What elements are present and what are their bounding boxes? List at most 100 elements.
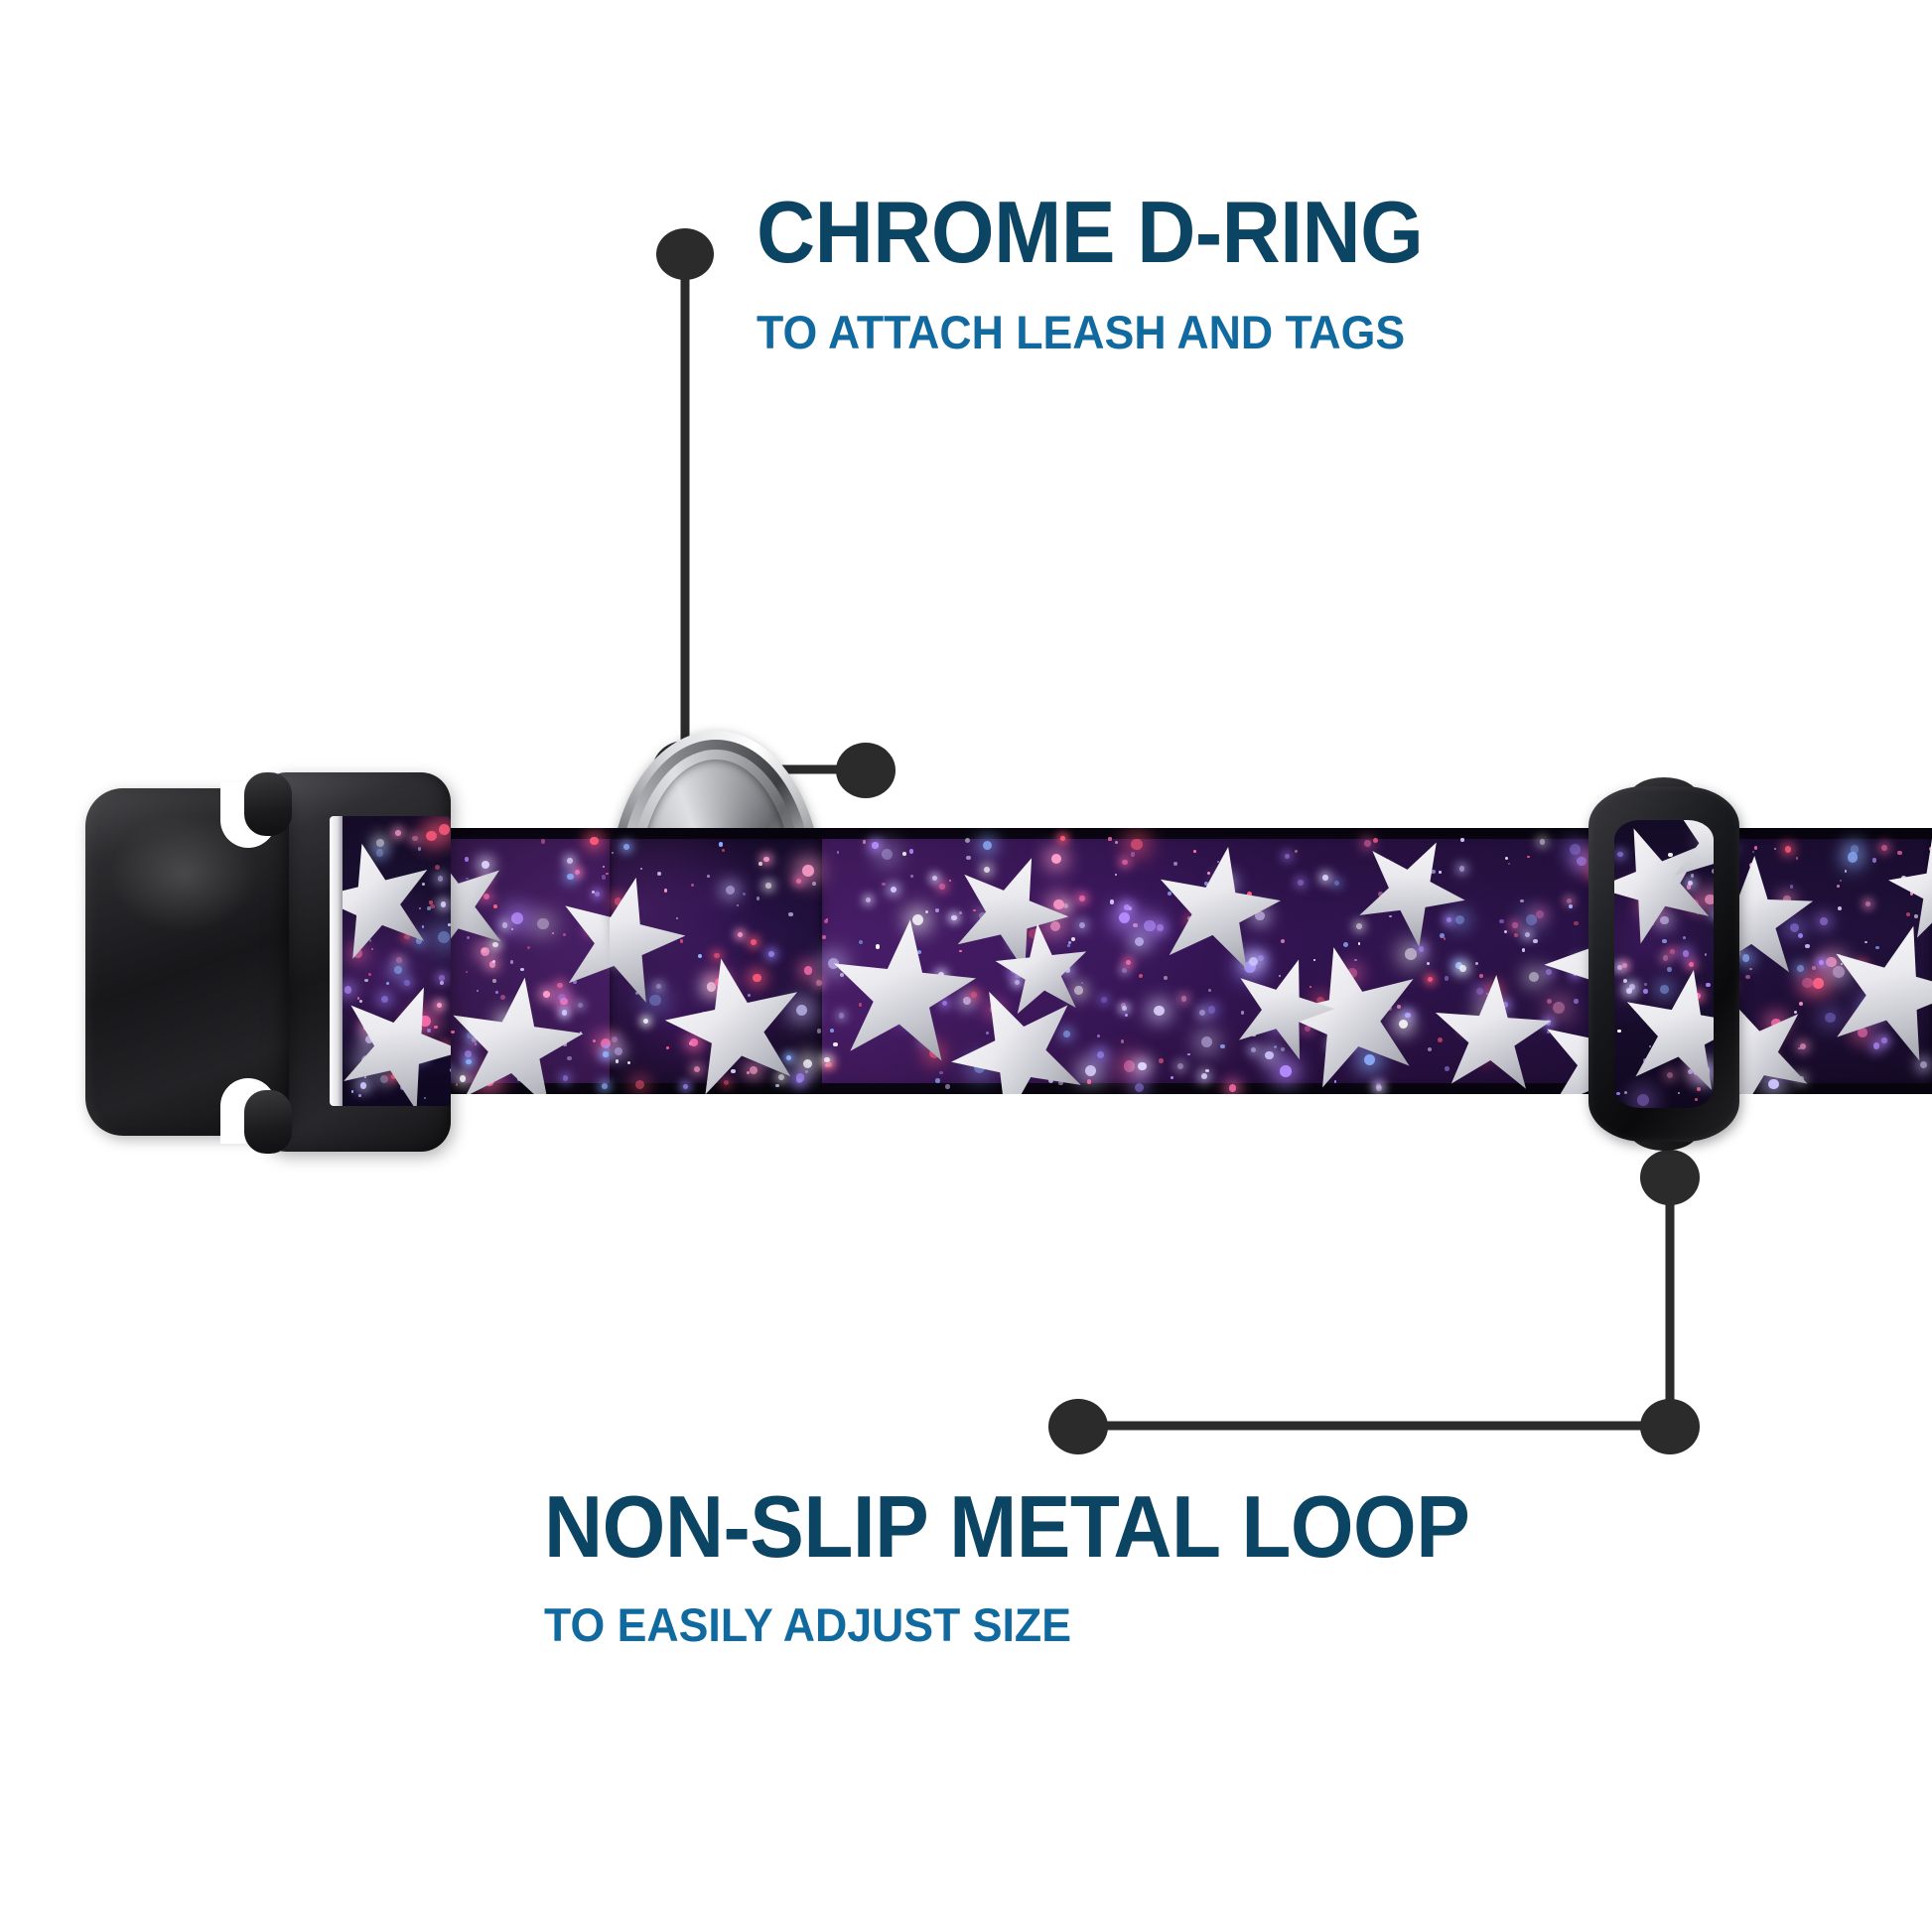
star-speck bbox=[459, 1075, 467, 1082]
star-speck bbox=[1881, 1037, 1887, 1043]
star-speck bbox=[1062, 1031, 1070, 1037]
star-speck bbox=[430, 903, 435, 909]
star-speck bbox=[426, 905, 431, 910]
star-speck bbox=[577, 1002, 583, 1008]
star-speck bbox=[465, 1050, 472, 1058]
star-speck bbox=[466, 935, 470, 940]
star-speck bbox=[1547, 999, 1552, 1004]
star-speck bbox=[756, 897, 759, 900]
star-speck bbox=[604, 1043, 609, 1048]
star-speck bbox=[1871, 858, 1877, 863]
star-speck bbox=[1438, 1036, 1443, 1042]
star-speck bbox=[1200, 1036, 1212, 1048]
star-speck bbox=[1284, 853, 1291, 860]
non-slip-metal-loop[interactable] bbox=[1588, 777, 1739, 1151]
star-speck bbox=[1163, 976, 1168, 981]
star-speck bbox=[437, 931, 450, 944]
star-speck bbox=[1751, 850, 1755, 854]
star-speck bbox=[1682, 935, 1686, 939]
embroidered-star bbox=[610, 862, 699, 1019]
star-speck bbox=[1050, 853, 1062, 865]
callout-subtitle-chrome-d-ring: TO ATTACH LEASH AND TAGS bbox=[757, 306, 1406, 358]
star-speck bbox=[1176, 1062, 1183, 1069]
star-speck bbox=[433, 1025, 438, 1030]
star-speck bbox=[1850, 845, 1860, 854]
star-speck bbox=[557, 982, 564, 989]
star-speck bbox=[1844, 870, 1847, 873]
star-speck bbox=[526, 945, 530, 949]
star-speck bbox=[1114, 840, 1118, 845]
star-speck bbox=[1053, 898, 1064, 910]
star-speck bbox=[419, 907, 422, 910]
star-speck bbox=[1144, 919, 1156, 931]
star-speck bbox=[1079, 895, 1086, 901]
embroidered-star bbox=[1337, 828, 1485, 964]
star-speck bbox=[1690, 874, 1695, 878]
star-speck bbox=[1096, 1050, 1104, 1059]
star-speck bbox=[481, 861, 489, 870]
star-speck bbox=[822, 935, 826, 939]
star-speck bbox=[1694, 1097, 1699, 1102]
star-speck bbox=[427, 1028, 432, 1034]
star-speck bbox=[603, 1051, 609, 1057]
star-speck bbox=[1499, 918, 1504, 923]
star-speck bbox=[404, 980, 410, 986]
star-speck bbox=[958, 910, 962, 914]
star-speck bbox=[1081, 982, 1084, 985]
star-speck bbox=[1512, 922, 1518, 928]
star-speck bbox=[1120, 1039, 1125, 1044]
star-speck bbox=[1298, 880, 1305, 887]
star-speck bbox=[1280, 1065, 1292, 1077]
star-speck bbox=[1388, 914, 1392, 918]
star-speck bbox=[951, 915, 957, 921]
star-speck bbox=[811, 882, 816, 887]
star-speck bbox=[795, 879, 801, 885]
star-speck bbox=[765, 883, 771, 889]
star-speck bbox=[440, 980, 444, 985]
star-speck bbox=[1660, 915, 1669, 925]
star-speck bbox=[434, 865, 440, 870]
star-speck bbox=[1625, 988, 1632, 995]
star-speck bbox=[1624, 1090, 1628, 1095]
star-speck bbox=[1014, 979, 1020, 985]
star-speck bbox=[562, 1075, 569, 1081]
star-speck bbox=[902, 852, 906, 856]
star-speck bbox=[1062, 902, 1069, 909]
side-release-buckle[interactable] bbox=[69, 755, 451, 1172]
star-speck bbox=[1125, 959, 1132, 966]
star-speck bbox=[828, 957, 840, 969]
star-speck bbox=[1114, 874, 1117, 877]
star-speck bbox=[985, 1031, 989, 1035]
star-speck bbox=[1799, 1001, 1804, 1006]
star-speck bbox=[1096, 1034, 1101, 1038]
star-speck bbox=[426, 830, 437, 841]
star-speck bbox=[911, 913, 924, 926]
star-speck bbox=[1404, 1012, 1411, 1019]
star-speck bbox=[501, 922, 508, 928]
star-speck bbox=[973, 909, 976, 912]
star-speck bbox=[1797, 965, 1804, 972]
star-speck bbox=[1280, 938, 1286, 944]
star-speck bbox=[1798, 933, 1803, 939]
star-speck bbox=[1793, 1011, 1797, 1015]
star-speck bbox=[350, 1090, 354, 1094]
star-speck bbox=[1753, 846, 1758, 851]
star-speck bbox=[694, 1065, 701, 1072]
star-speck bbox=[1553, 1002, 1566, 1015]
embroidered-star bbox=[343, 964, 451, 1106]
star-speck bbox=[824, 1056, 830, 1063]
star-speck bbox=[1616, 964, 1622, 971]
buckle-release-arm-bottom bbox=[244, 1090, 292, 1154]
star-speck bbox=[1873, 1042, 1880, 1049]
strap-in-buckle-slot bbox=[343, 816, 451, 1106]
star-speck bbox=[657, 872, 662, 877]
star-speck bbox=[438, 824, 450, 836]
star-speck bbox=[1474, 962, 1478, 966]
star-speck bbox=[788, 911, 793, 917]
star-speck bbox=[450, 1067, 451, 1073]
star-speck bbox=[833, 1041, 838, 1047]
star-speck bbox=[595, 892, 601, 897]
star-speck bbox=[1839, 879, 1843, 883]
star-speck bbox=[466, 877, 469, 881]
star-speck bbox=[663, 889, 668, 894]
